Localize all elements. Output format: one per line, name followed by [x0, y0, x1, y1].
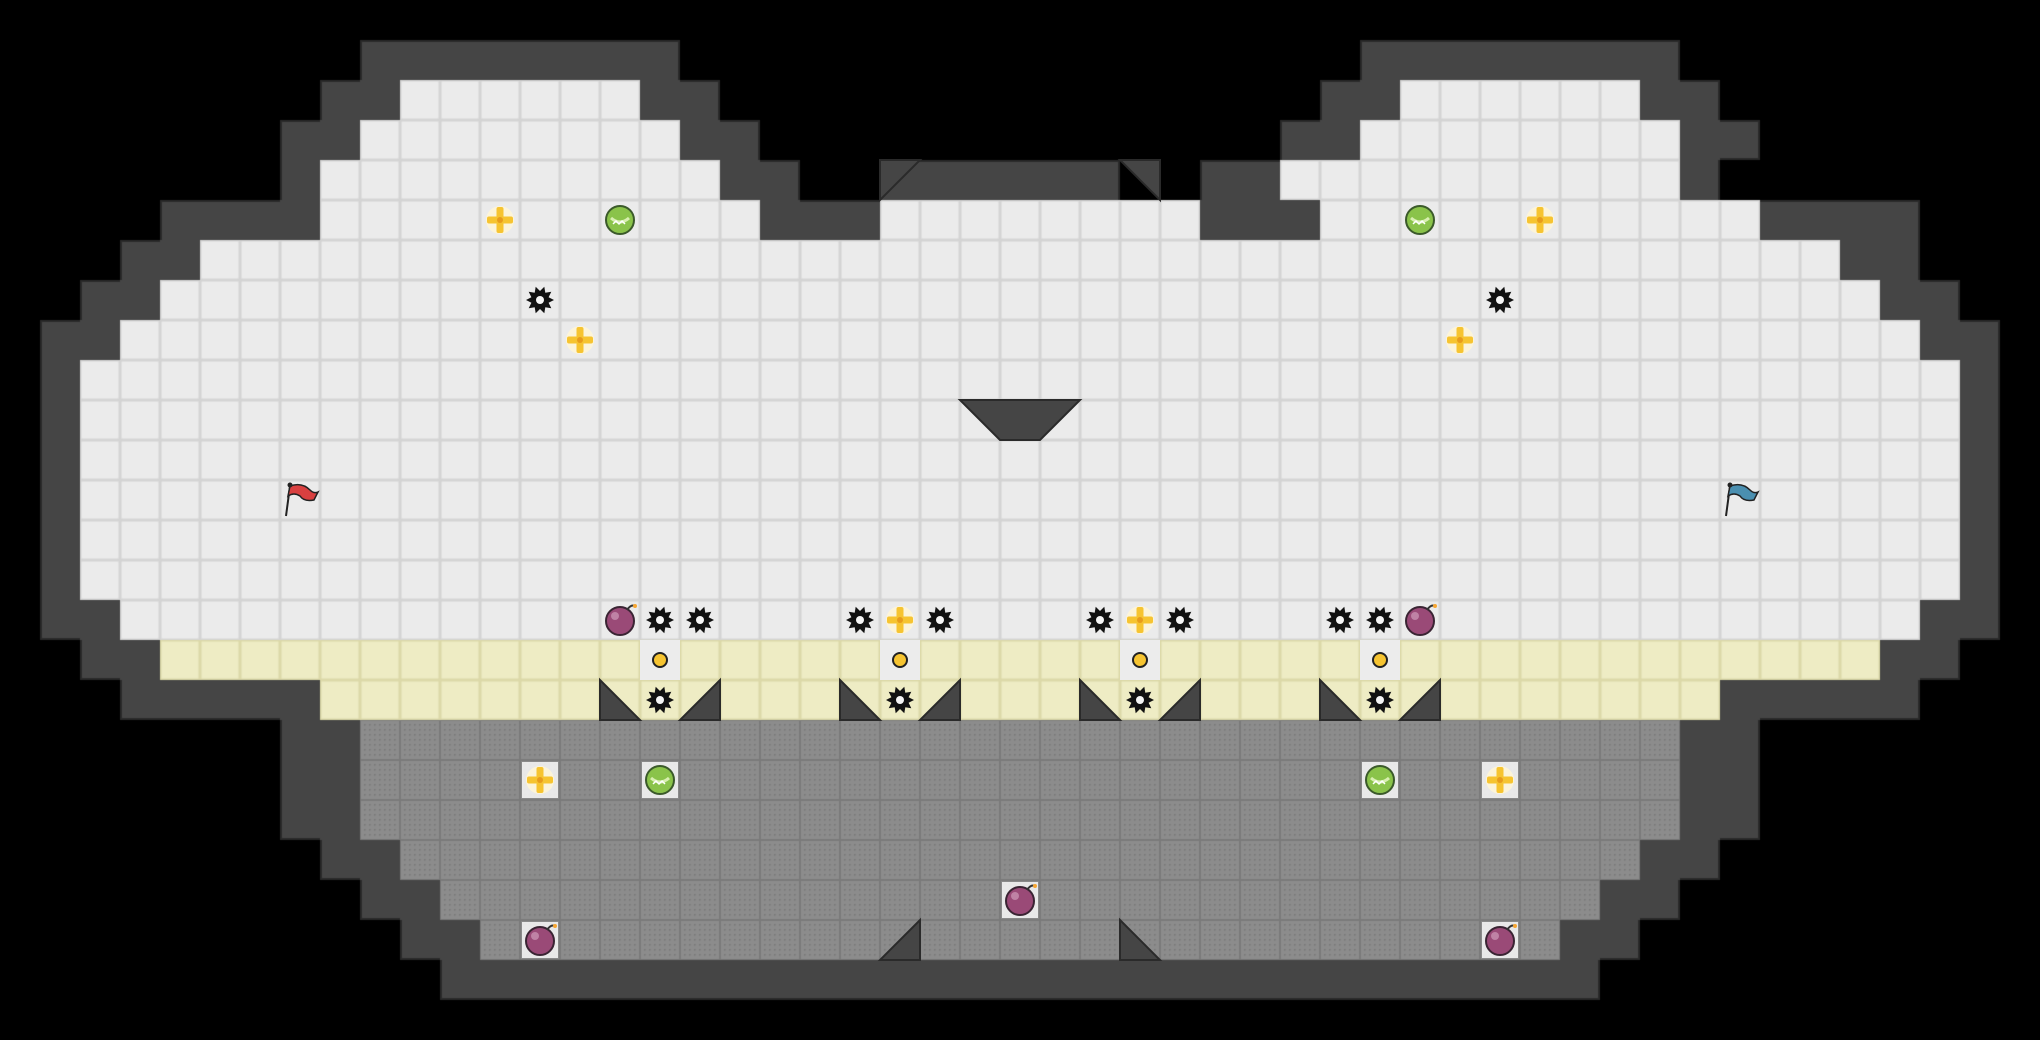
spike-icon [646, 686, 674, 714]
boost-icon[interactable] [522, 762, 558, 798]
boost-icon[interactable] [1482, 762, 1518, 798]
spike-icon [926, 606, 954, 634]
powerup-icon[interactable] [642, 762, 678, 798]
ramp-tile [1119, 917, 1163, 961]
red-flag-icon[interactable] [285, 482, 320, 517]
ramp-tile [1157, 677, 1201, 721]
bomb-icon[interactable] [522, 922, 558, 958]
powerup-icon[interactable] [1362, 762, 1398, 798]
spike-icon [1366, 686, 1394, 714]
spike-icon [1086, 606, 1114, 634]
ramp-tile [839, 677, 883, 721]
boost-icon[interactable] [566, 326, 594, 354]
bomb-icon[interactable] [1482, 922, 1518, 958]
spike-icon [1326, 606, 1354, 634]
gate-button-icon[interactable] [880, 640, 920, 680]
spike-icon [886, 686, 914, 714]
powerup-icon[interactable] [1405, 205, 1435, 235]
boost-icon[interactable] [1446, 326, 1474, 354]
ramp-tile [1397, 677, 1441, 721]
center-bumper [957, 399, 1083, 441]
ramp-tile [1319, 677, 1363, 721]
ramp-tile [877, 917, 921, 961]
ramp-tile [1117, 159, 1161, 203]
gate-button-icon[interactable] [1120, 640, 1160, 680]
spike-icon [646, 606, 674, 634]
spike-icon [686, 606, 714, 634]
boost-icon[interactable] [1126, 606, 1154, 634]
gate-button-icon[interactable] [640, 640, 680, 680]
powerup-icon[interactable] [605, 205, 635, 235]
boost-icon[interactable] [886, 606, 914, 634]
spike-icon [1486, 286, 1514, 314]
spike-icon [1166, 606, 1194, 634]
bomb-icon[interactable] [1002, 882, 1038, 918]
gate-button-icon[interactable] [1360, 640, 1400, 680]
boost-icon[interactable] [486, 206, 514, 234]
spike-icon [526, 286, 554, 314]
spike-icon [1366, 606, 1394, 634]
spike-icon [846, 606, 874, 634]
ramp-tile [599, 677, 643, 721]
boost-icon[interactable] [1526, 206, 1554, 234]
bomb-icon[interactable] [605, 604, 637, 636]
spike-icon [1126, 686, 1154, 714]
blue-flag-icon[interactable] [1725, 482, 1760, 517]
ramp-tile [1079, 677, 1123, 721]
ramp-tile [677, 677, 721, 721]
ramp-tile [879, 159, 923, 203]
bomb-icon[interactable] [1405, 604, 1437, 636]
ramp-tile [917, 677, 961, 721]
